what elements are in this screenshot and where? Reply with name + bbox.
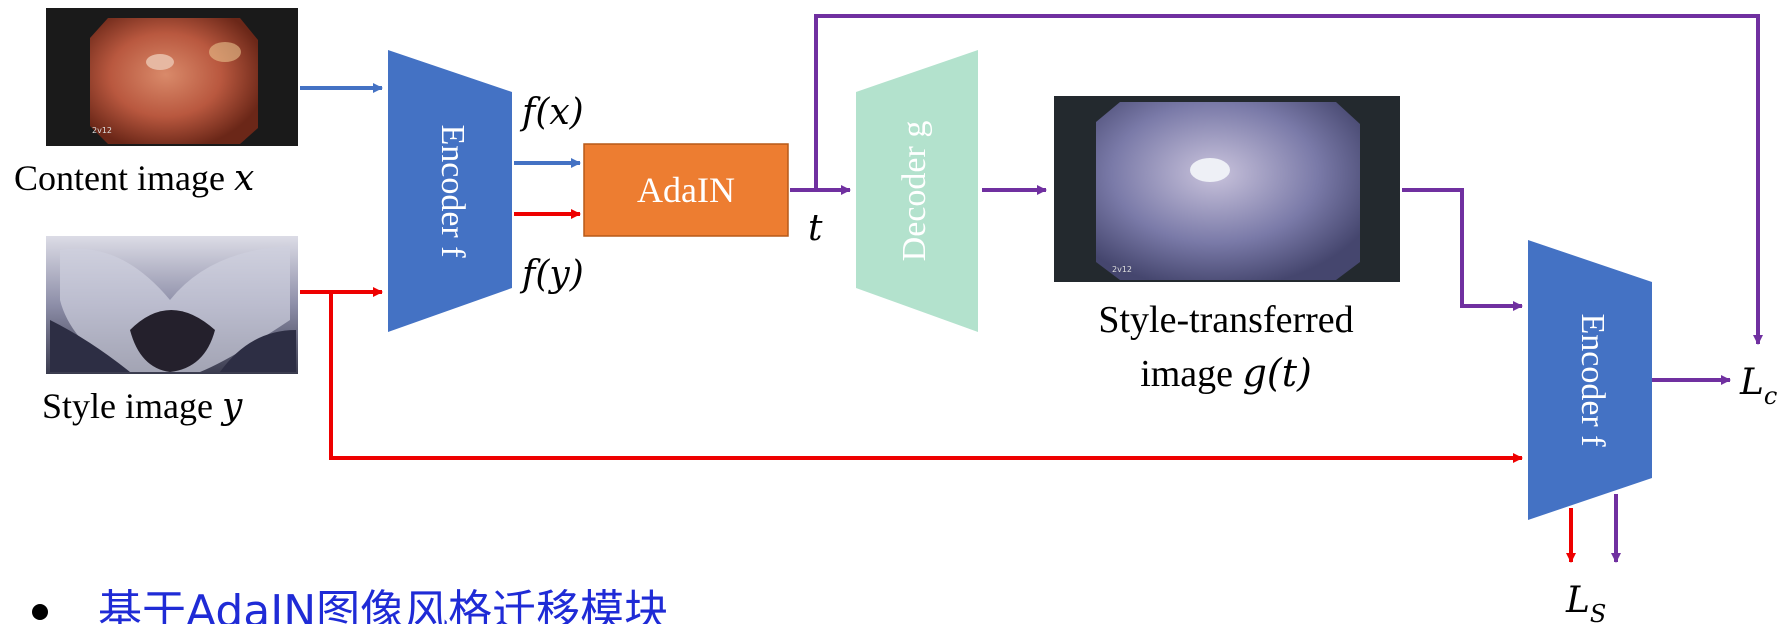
fx-label: f(x) [519,92,584,133]
encoder-2-label: Encoder f [1574,313,1611,447]
bullet-dot [32,604,48,620]
lc-label: Lc [1739,362,1777,410]
t-label: t [808,208,823,249]
adain-label: AdaIN [637,170,735,210]
encoder-1-label: Encoder f [434,124,471,258]
style-image-label: Style image y [42,386,243,427]
output-label-line2: image g(t) [1140,351,1312,395]
adain-block [583,143,789,237]
arrow-style-to-encoder2 [329,292,1523,463]
output-label-line1: Style-transferred [1098,299,1353,341]
decoder-label: Decoder g [896,121,933,262]
arrow-t-to-lc [814,14,1763,345]
content-image: 2v12 [46,8,298,146]
content-image-label: Content image x [14,158,254,199]
style-transferred-image: 2v12 [1054,96,1400,282]
encoder-block-2 [1528,240,1652,520]
fy-label: f(y) [519,254,584,295]
encoder-block-1 [388,50,512,332]
bullet-text: 基于AdaIN图像风格迁移模块 [98,586,668,624]
ls-label: LS [1565,580,1606,624]
svg-text:2v12: 2v12 [1112,265,1132,274]
arrow-output-to-encoder2 [1402,188,1523,311]
decoder-block [856,50,978,332]
style-image [46,236,298,374]
svg-text:2v12: 2v12 [92,126,112,135]
